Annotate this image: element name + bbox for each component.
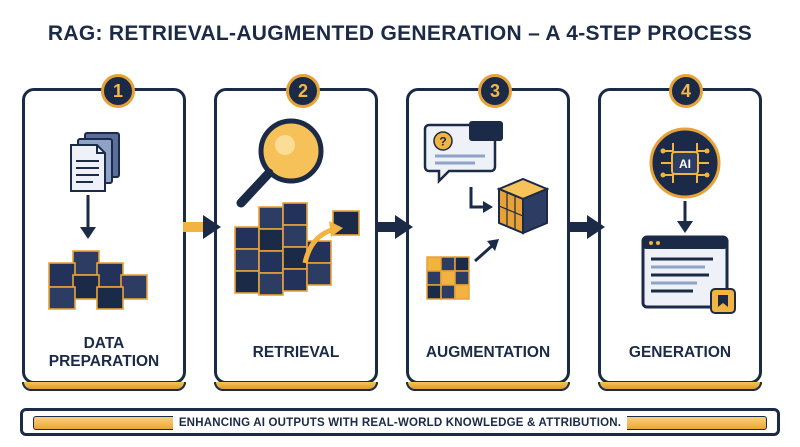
step-card-data-preparation: DATA PREPARATION <box>22 88 186 391</box>
step-1-label: DATA PREPARATION <box>25 329 183 377</box>
arrow-right-icon <box>375 215 413 239</box>
diagram-title: RAG: RETRIEVAL-AUGMENTED GENERATION – A … <box>47 22 753 45</box>
step-3-label-line1: AUGMENTATION <box>425 344 551 362</box>
step-4-label-line1: GENERATION <box>628 344 732 362</box>
step-3-label: AUGMENTATION <box>409 329 567 377</box>
ai-chip-document-icon: AI <box>605 111 755 331</box>
step-1-label-line2: PREPARATION <box>48 353 160 370</box>
arrow-right-icon <box>567 215 605 239</box>
step-2-label-line1: RETRIEVAL <box>252 344 340 362</box>
chat-cube-merge-icon: ? <box>413 111 563 331</box>
step-1-badge: 1 <box>101 74 135 108</box>
footer-banner: ENHANCING AI OUTPUTS WITH REAL-WORLD KNO… <box>20 408 780 436</box>
documents-to-blocks-icon <box>29 111 179 331</box>
step-1-label-line1: DATA <box>83 335 125 353</box>
footer-text: ENHANCING AI OUTPUTS WITH REAL-WORLD KNO… <box>172 416 628 430</box>
magnifier-blocks-icon <box>221 111 371 331</box>
step-2-badge: 2 <box>286 74 320 108</box>
step-2-label: RETRIEVAL <box>217 329 375 377</box>
step-card-generation: AI GENERATION <box>598 88 762 391</box>
step-card-retrieval: RETRIEVAL <box>214 88 378 391</box>
step-4-icon-text: AI <box>679 157 691 171</box>
step-card-augmentation: ? <box>406 88 570 391</box>
svg-text:?: ? <box>439 135 446 149</box>
step-4-label: GENERATION <box>601 329 759 377</box>
footer-banner-bar: ENHANCING AI OUTPUTS WITH REAL-WORLD KNO… <box>33 416 767 430</box>
arrow-right-icon <box>183 215 221 239</box>
step-4-badge: 4 <box>669 74 703 108</box>
step-3-badge: 3 <box>478 74 512 108</box>
